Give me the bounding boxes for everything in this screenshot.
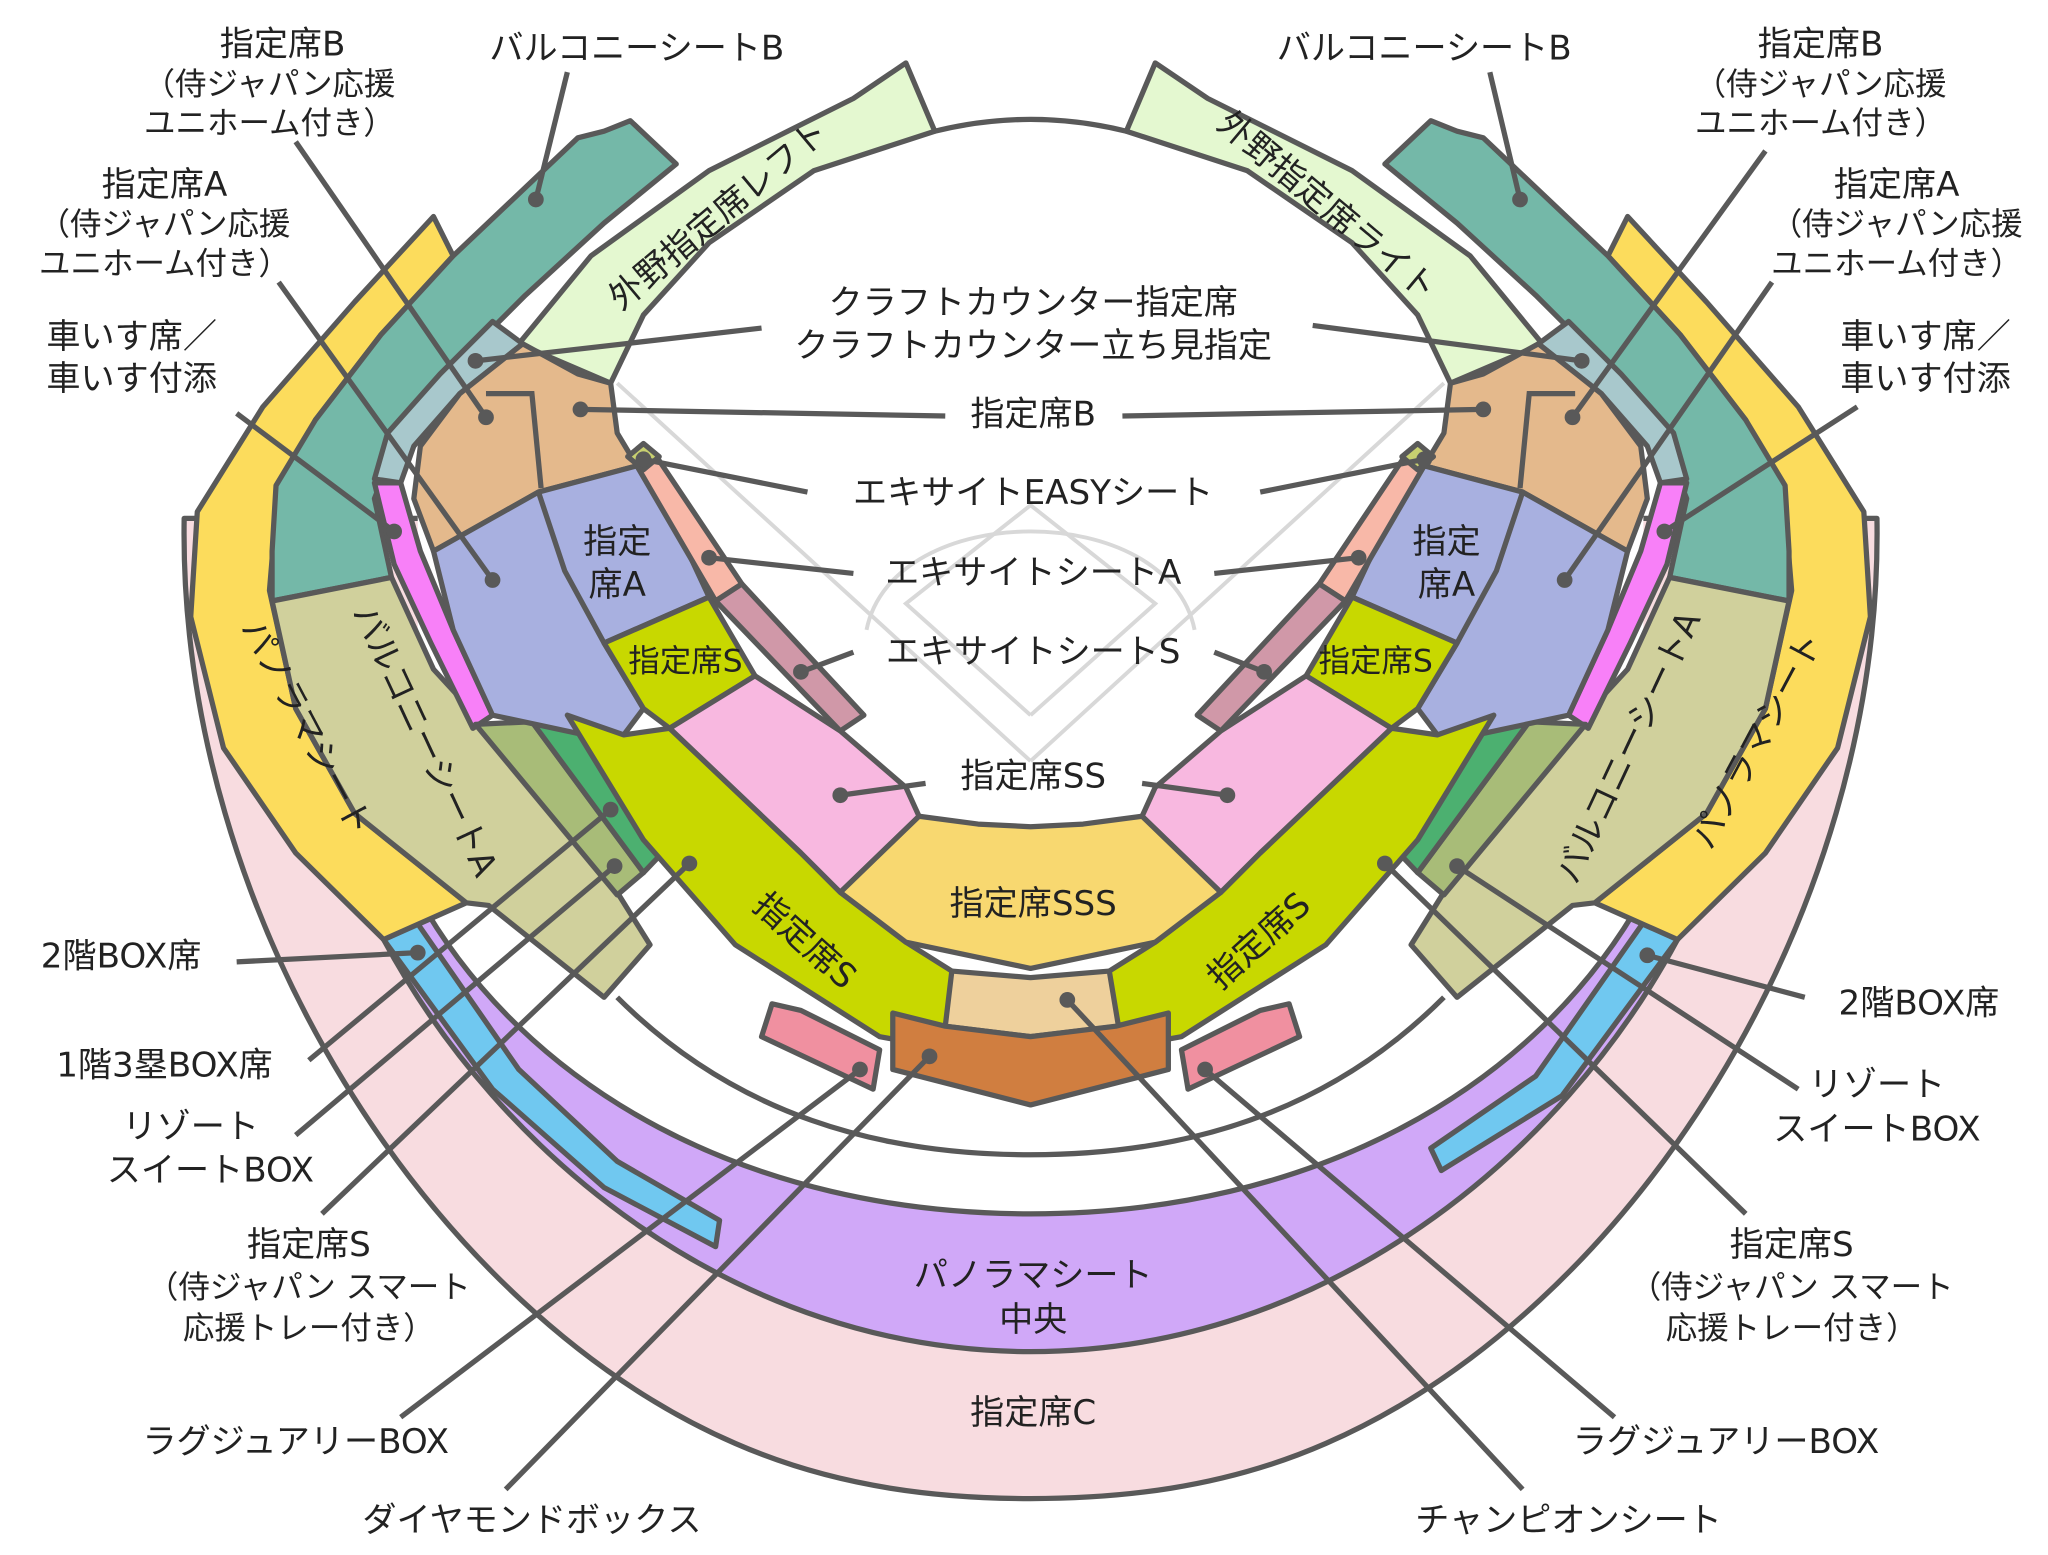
label-shitei-s-right: 指定席S — [1318, 644, 1432, 680]
label-excite-easy: エキサイトEASYシート — [853, 473, 1213, 513]
label-right-shitei-s-samurai-2: （侍ジャパン スマート — [1630, 1270, 1954, 1306]
label-craft-2: クラフトカウンター立ち見指定 — [794, 326, 1272, 366]
label-craft-1: クラフトカウンター指定席 — [829, 283, 1238, 323]
label-left-shitei-s-samurai-1: 指定席S — [247, 1225, 371, 1265]
label-panorama-center-1: パノラマシート — [914, 1255, 1153, 1295]
label-left-shitei-a-samurai-2: （侍ジャパン応援 — [39, 207, 291, 243]
label-right-shitei-b-samurai-2: （侍ジャパン応援 — [1695, 66, 1947, 102]
section-divider — [535, 491, 607, 645]
field-outline — [934, 116, 1127, 134]
label-right-wheelchair-1: 車いす席／ — [1840, 317, 2011, 357]
label-left-wheelchair-2: 車いす付添 — [46, 359, 217, 399]
label-shitei-sss: 指定席SSS — [950, 884, 1117, 924]
label-right-shitei-b-samurai-3: ユニホーム付き） — [1695, 106, 1946, 142]
label-shitei-b: 指定席B — [970, 394, 1096, 434]
label-right-shitei-b-samurai-1: 指定席B — [1758, 24, 1884, 64]
label-excite-a: エキサイトシートA — [885, 553, 1182, 593]
label-right-resort-1: リゾート — [1809, 1065, 1945, 1105]
section-shitei-ss — [667, 673, 922, 895]
section-divider — [485, 391, 544, 489]
section-luxury-box — [758, 1001, 883, 1092]
label-shitei-ss: 指定席SS — [960, 757, 1106, 797]
label-right-shitei-a-samurai-1: 指定席A — [1834, 165, 1960, 205]
label-left-wheelchair-1: 車いす席／ — [46, 317, 217, 357]
label-left-shitei-b-samurai-3: ユニホーム付き） — [144, 106, 395, 142]
walkway-line — [615, 995, 1446, 1158]
section-box-2f-left — [381, 921, 723, 1250]
section-shitei-sss — [837, 813, 1224, 972]
label-right-shitei-a-samurai-3: ユニホーム付き） — [1771, 246, 2022, 282]
label-shitei-a-left-2: 席A — [588, 565, 646, 605]
label-shitei-a-right-2: 席A — [1418, 565, 1476, 605]
label-left-shitei-b-samurai-1: 指定席B — [220, 24, 346, 64]
label-right-shitei-s-samurai-3: 応援トレー付き） — [1666, 1310, 1918, 1346]
section-excite-s — [713, 581, 867, 734]
left-half-sections — [188, 60, 955, 1092]
label-left-resort-1: リゾート — [123, 1107, 259, 1147]
label-left-box-1f-3b: 1階3塁BOX席 — [56, 1045, 273, 1085]
label-right-box-2f: 2階BOX席 — [1839, 984, 2000, 1024]
label-right-shitei-a-samurai-2: （侍ジャパン応援 — [1771, 207, 2023, 243]
label-panorama-center-2: 中央 — [999, 1300, 1067, 1340]
label-right-wheelchair-2: 車いす付添 — [1840, 359, 2011, 399]
label-right-resort-2: スイートBOX — [1773, 1110, 1980, 1150]
label-shitei-c: 指定席C — [970, 1393, 1096, 1433]
label-left-luxury-box: ラグジュアリーBOX — [142, 1422, 449, 1462]
label-left-shitei-a-samurai-3: ユニホーム付き） — [39, 246, 290, 282]
label-champion: チャンピオンシート — [1415, 1501, 1722, 1541]
label-left-resort-2: スイートBOX — [107, 1150, 314, 1190]
label-right-shitei-s-samurai-1: 指定席S — [1730, 1225, 1854, 1265]
label-left-shitei-b-samurai-2: （侍ジャパン応援 — [144, 66, 396, 102]
label-left-box-2f: 2階BOX席 — [41, 936, 202, 976]
label-right-luxury-box: ラグジュアリーBOX — [1573, 1422, 1880, 1462]
label-left-shitei-s-samurai-3: 応援トレー付き） — [183, 1310, 435, 1346]
label-shitei-a-left-1: 指定 — [583, 522, 651, 562]
section-balcony-a — [269, 574, 653, 1000]
label-right-balcony-b: バルコニーシートB — [1277, 28, 1572, 68]
label-shitei-a-right-1: 指定 — [1412, 522, 1480, 562]
label-left-balcony-b: バルコニーシートB — [489, 28, 784, 68]
label-left-shitei-a-samurai-1: 指定席A — [102, 165, 228, 205]
leader-lines — [235, 71, 1859, 1492]
label-excite-s: エキサイトシートS — [886, 632, 1181, 672]
label-left-shitei-s-samurai-2: （侍ジャパン スマート — [147, 1270, 471, 1306]
label-shitei-s-left: 指定席S — [628, 644, 742, 680]
label-outfield-right: 外野指定席ライト — [1209, 103, 1444, 309]
label-diamond-box: ダイヤモンドボックス — [362, 1501, 701, 1541]
